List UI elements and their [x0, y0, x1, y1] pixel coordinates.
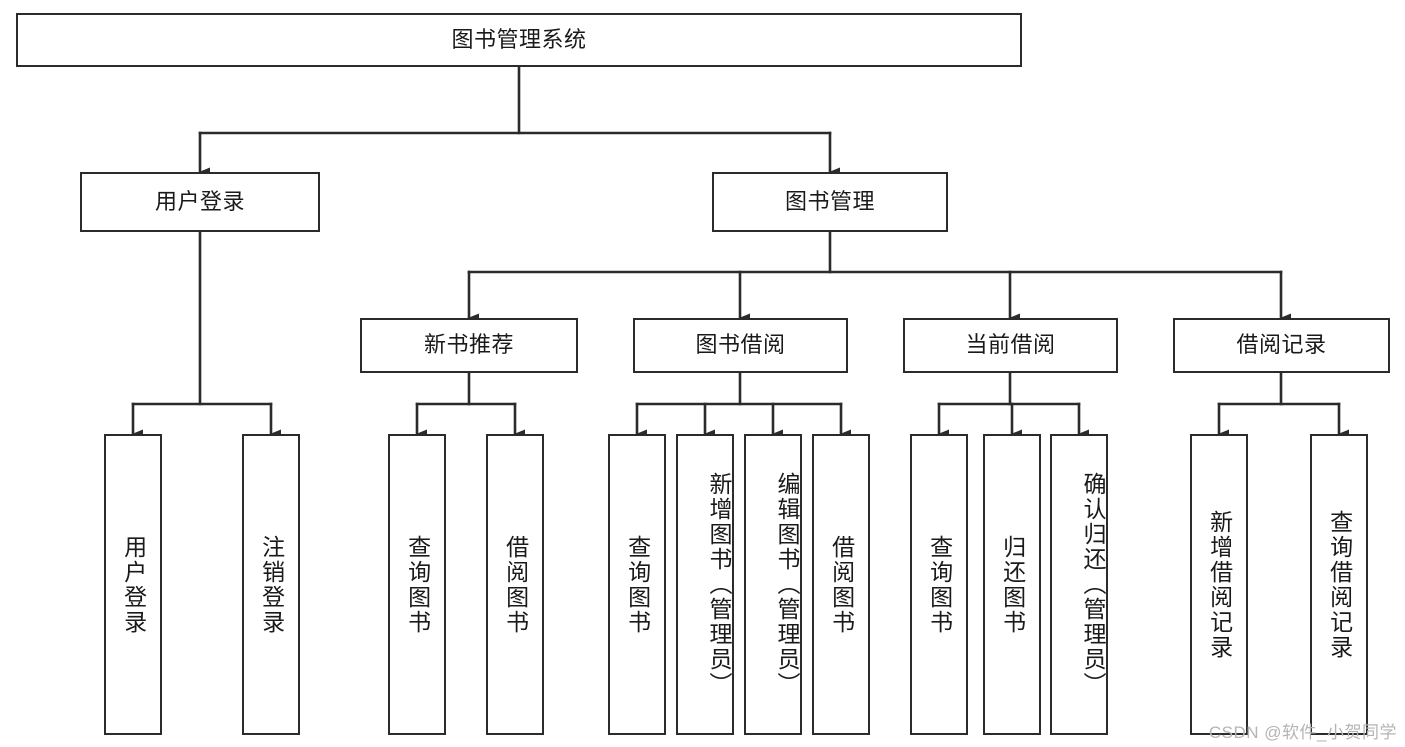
- node-label: 编辑图书（管理员）: [774, 472, 800, 697]
- node-leaf-borrow-book-1[interactable]: 借阅图书: [486, 434, 544, 735]
- node-label: 查询图书: [404, 534, 431, 635]
- node-leaf-query-record[interactable]: 查询借阅记录: [1310, 434, 1368, 735]
- node-leaf-add-book[interactable]: 新增图书（管理员）: [676, 434, 734, 735]
- node-root[interactable]: 图书管理系统: [16, 13, 1022, 67]
- node-label: 图书管理: [784, 188, 875, 214]
- node-label: 用户登录: [120, 534, 147, 635]
- node-book-borrow[interactable]: 图书借阅: [633, 318, 848, 373]
- node-label: 借阅记录: [1236, 332, 1327, 358]
- node-label: 查询借阅记录: [1326, 509, 1353, 660]
- node-label: 新增图书（管理员）: [706, 472, 732, 697]
- node-label: 确认归还（管理员）: [1080, 472, 1106, 697]
- node-book-manage[interactable]: 图书管理: [712, 172, 948, 232]
- node-label: 新增借阅记录: [1206, 509, 1233, 660]
- node-label: 新书推荐: [423, 332, 514, 358]
- node-leaf-query-book-3[interactable]: 查询图书: [910, 434, 968, 735]
- node-label: 借阅图书: [828, 534, 855, 635]
- node-borrow-record[interactable]: 借阅记录: [1173, 318, 1390, 373]
- node-label: 查询图书: [926, 534, 953, 635]
- node-label: 查询图书: [624, 534, 651, 635]
- node-leaf-edit-book[interactable]: 编辑图书（管理员）: [744, 434, 802, 735]
- node-label: 当前借阅: [965, 332, 1056, 358]
- node-new-book-rec[interactable]: 新书推荐: [360, 318, 578, 373]
- node-user-login[interactable]: 用户登录: [80, 172, 320, 232]
- node-leaf-query-book-1[interactable]: 查询图书: [388, 434, 446, 735]
- node-leaf-add-record[interactable]: 新增借阅记录: [1190, 434, 1248, 735]
- node-leaf-borrow-book-2[interactable]: 借阅图书: [812, 434, 870, 735]
- node-label: 图书管理系统: [451, 26, 587, 52]
- node-label: 借阅图书: [502, 534, 529, 635]
- node-label: 图书借阅: [695, 332, 786, 358]
- node-label: 注销登录: [258, 534, 285, 635]
- node-label: 用户登录: [154, 188, 245, 214]
- edges-group: [131, 65, 1349, 439]
- node-leaf-logout[interactable]: 注销登录: [242, 434, 300, 735]
- node-leaf-user-login[interactable]: 用户登录: [104, 434, 162, 735]
- node-label: 归还图书: [999, 534, 1026, 635]
- node-leaf-query-book-2[interactable]: 查询图书: [608, 434, 666, 735]
- node-current-borrow[interactable]: 当前借阅: [903, 318, 1118, 373]
- node-leaf-return-book[interactable]: 归还图书: [983, 434, 1041, 735]
- node-leaf-confirm-return[interactable]: 确认归还（管理员）: [1050, 434, 1108, 735]
